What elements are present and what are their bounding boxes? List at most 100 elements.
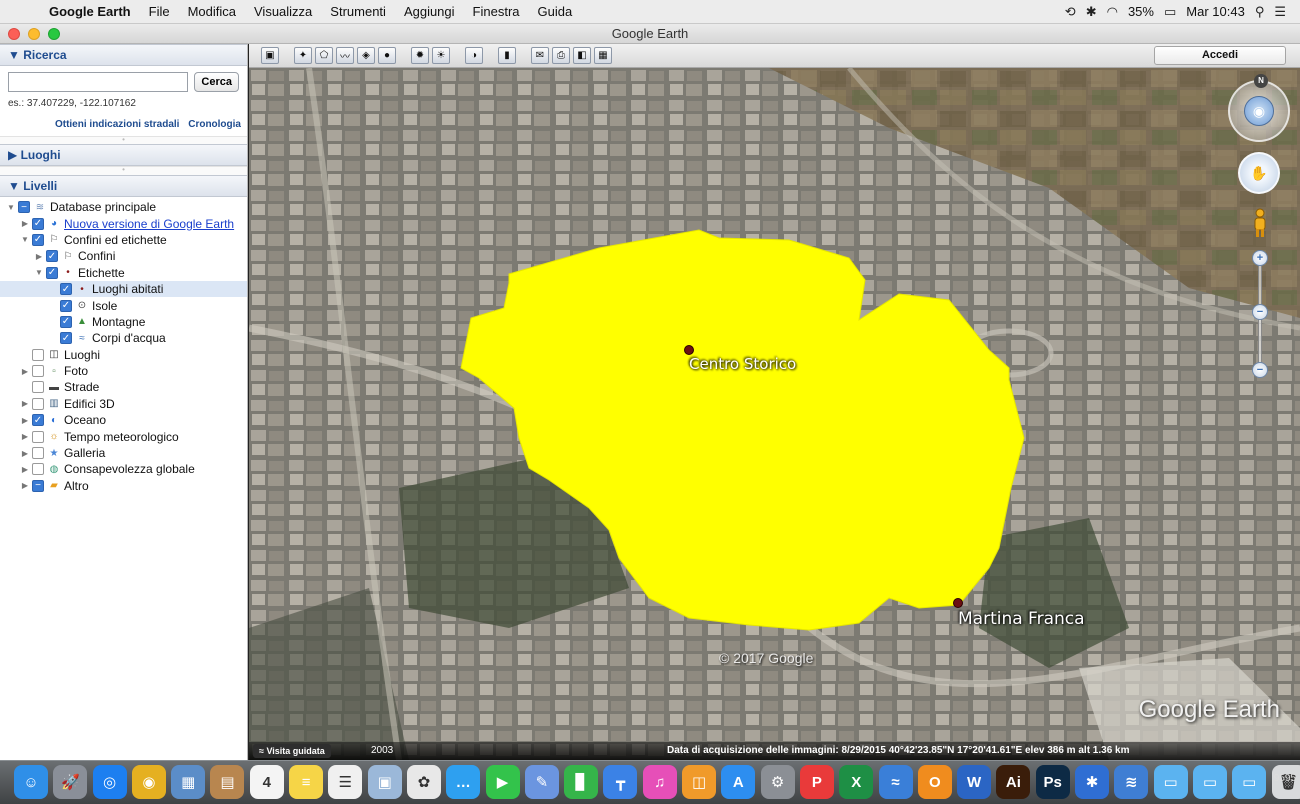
- contacts-icon[interactable]: ▤: [210, 765, 245, 799]
- search-button[interactable]: Cerca: [194, 72, 239, 92]
- placemark-martina-franca-dot[interactable]: [953, 598, 963, 608]
- layers-panel-header[interactable]: ▼ Livelli: [0, 175, 247, 197]
- launchpad-icon[interactable]: 🚀: [53, 765, 88, 799]
- layer-checkbox[interactable]: ✓: [32, 217, 44, 230]
- itunes-icon[interactable]: ♫: [642, 765, 677, 799]
- planets-icon[interactable]: ◑: [465, 47, 483, 64]
- layer-item[interactable]: ▼−≋Database principale: [0, 199, 247, 215]
- excel-icon[interactable]: X: [839, 765, 874, 799]
- minimize-window-button[interactable]: [28, 28, 40, 40]
- layer-checkbox[interactable]: ✓: [60, 332, 72, 345]
- reminders-icon[interactable]: ☰: [328, 765, 363, 799]
- layer-item[interactable]: ▶▫Foto: [0, 363, 247, 379]
- layer-checkbox[interactable]: [32, 447, 44, 460]
- historic-center-polygon[interactable]: [460, 229, 1025, 631]
- close-window-button[interactable]: [8, 28, 20, 40]
- menu-help[interactable]: Guida: [537, 4, 573, 19]
- look-control[interactable]: N ◉: [1228, 74, 1290, 142]
- layer-checkbox[interactable]: ✓: [46, 250, 58, 263]
- clock[interactable]: Mar 10:43: [1186, 4, 1245, 19]
- print-icon[interactable]: ⎙: [552, 47, 570, 64]
- menu-view[interactable]: Visualizza: [254, 4, 313, 19]
- word-icon[interactable]: W: [957, 765, 992, 799]
- layer-checkbox[interactable]: ✓: [32, 233, 44, 246]
- menu-tools[interactable]: Strumenti: [330, 4, 386, 19]
- expand-triangle-icon[interactable]: ▶: [21, 415, 29, 425]
- history-link[interactable]: Cronologia: [188, 119, 241, 130]
- keynote-icon[interactable]: ✎: [524, 765, 559, 799]
- directions-link[interactable]: Ottieni indicazioni stradali: [54, 119, 180, 130]
- facetime-icon[interactable]: ▶: [485, 765, 520, 799]
- notes-icon[interactable]: ≡: [289, 765, 324, 799]
- layer-item[interactable]: ✓•Luoghi abitati: [0, 280, 247, 298]
- overlay-icon[interactable]: ◈: [357, 47, 375, 64]
- layer-checkbox[interactable]: ✓: [60, 299, 72, 312]
- panel-splitter[interactable]: •: [0, 136, 247, 144]
- layer-checkbox[interactable]: ✓: [60, 283, 72, 296]
- expand-triangle-icon[interactable]: ▶: [21, 432, 29, 442]
- google-earth-icon[interactable]: ≋: [1114, 765, 1149, 799]
- layer-checkbox[interactable]: −: [18, 201, 30, 214]
- battery-percent[interactable]: 35%: [1127, 4, 1154, 19]
- historical-imagery-year[interactable]: 2003: [371, 745, 394, 756]
- placemark-icon[interactable]: ✦: [294, 47, 312, 64]
- expand-triangle-icon[interactable]: ▼: [7, 202, 15, 212]
- layer-checkbox[interactable]: [32, 365, 44, 378]
- email-icon[interactable]: ✉: [531, 47, 549, 64]
- layer-item[interactable]: ✓≈Corpi d'acqua: [0, 330, 247, 346]
- finder-icon[interactable]: ☺: [14, 765, 48, 799]
- appstore-icon[interactable]: A: [721, 765, 756, 799]
- record-tour-icon[interactable]: ●: [378, 47, 396, 64]
- spotlight-icon[interactable]: ⚲: [1254, 3, 1265, 19]
- save-image-icon[interactable]: ▦: [594, 47, 612, 64]
- notification-center-icon[interactable]: ☰: [1274, 3, 1286, 19]
- layer-item[interactable]: ▬Strade: [0, 379, 247, 395]
- zoom-window-button[interactable]: [48, 28, 60, 40]
- time-machine-icon[interactable]: ⟲: [1064, 3, 1076, 19]
- trash-icon[interactable]: 🗑: [1271, 765, 1300, 799]
- expand-triangle-icon[interactable]: ▼: [35, 268, 43, 278]
- layer-item[interactable]: ▶◍Consapevolezza globale: [0, 461, 247, 477]
- expand-triangle-icon[interactable]: ▶: [35, 251, 43, 261]
- label-martina-franca[interactable]: Martina Franca: [958, 609, 1085, 629]
- guided-tour-button[interactable]: ≈ Visita guidata: [253, 744, 331, 758]
- sun-icon[interactable]: ☀: [432, 47, 450, 64]
- folder-downloads-icon[interactable]: ▭: [1232, 765, 1267, 799]
- layer-item[interactable]: ▼✓⚐Confini ed etichette: [0, 232, 247, 248]
- layer-checkbox[interactable]: [32, 430, 44, 443]
- north-icon[interactable]: N: [1254, 74, 1268, 88]
- expand-triangle-icon[interactable]: ▶: [21, 448, 29, 458]
- zoom-handle[interactable]: −: [1252, 304, 1268, 320]
- layer-checkbox[interactable]: [32, 381, 44, 394]
- wave-icon[interactable]: ≈: [878, 765, 913, 799]
- battery-icon[interactable]: ▭: [1163, 3, 1177, 19]
- search-input[interactable]: [8, 72, 189, 92]
- layer-label[interactable]: Nuova versione di Google Earth: [64, 216, 235, 231]
- messages-icon[interactable]: …: [446, 765, 481, 799]
- move-control-hand-icon[interactable]: ✋: [1238, 152, 1280, 194]
- layer-item[interactable]: ◫Luoghi: [0, 347, 247, 363]
- layer-item[interactable]: ▼✓•Etichette: [0, 265, 247, 281]
- bluetooth-status-icon[interactable]: ✱: [1085, 3, 1097, 19]
- sidebar-toggle-icon[interactable]: ▣: [261, 47, 279, 64]
- map-view[interactable]: Centro Storico Martina Franca © 2017 Goo…: [249, 68, 1300, 760]
- menu-add[interactable]: Aggiungi: [403, 4, 455, 19]
- polygon-icon[interactable]: ⬠: [315, 47, 333, 64]
- history-icon[interactable]: ✹: [411, 47, 429, 64]
- zoom-out-button[interactable]: −: [1252, 362, 1268, 378]
- layer-item[interactable]: ✓⊙Isole: [0, 297, 247, 313]
- expand-triangle-icon[interactable]: ▶: [21, 219, 29, 229]
- placemark-centro-storico-dot[interactable]: [684, 345, 694, 355]
- expand-triangle-icon[interactable]: ▶: [21, 399, 29, 409]
- safari-icon[interactable]: ◎: [92, 765, 127, 799]
- sign-in-button[interactable]: Accedi: [1154, 46, 1286, 65]
- zoom-in-button[interactable]: +: [1252, 250, 1268, 266]
- layer-item[interactable]: ▶✓◕Nuova versione di Google Earth: [0, 215, 247, 231]
- chrome-icon[interactable]: ◉: [131, 765, 166, 799]
- expand-triangle-icon[interactable]: ▶: [21, 464, 29, 474]
- path-icon[interactable]: 〰: [336, 47, 354, 64]
- illustrator-icon[interactable]: Ai: [996, 765, 1031, 799]
- expand-triangle-icon[interactable]: ▼: [21, 235, 29, 245]
- layer-item[interactable]: ▶▥Edifici 3D: [0, 396, 247, 412]
- layer-item[interactable]: ▶✓◐Oceano: [0, 412, 247, 428]
